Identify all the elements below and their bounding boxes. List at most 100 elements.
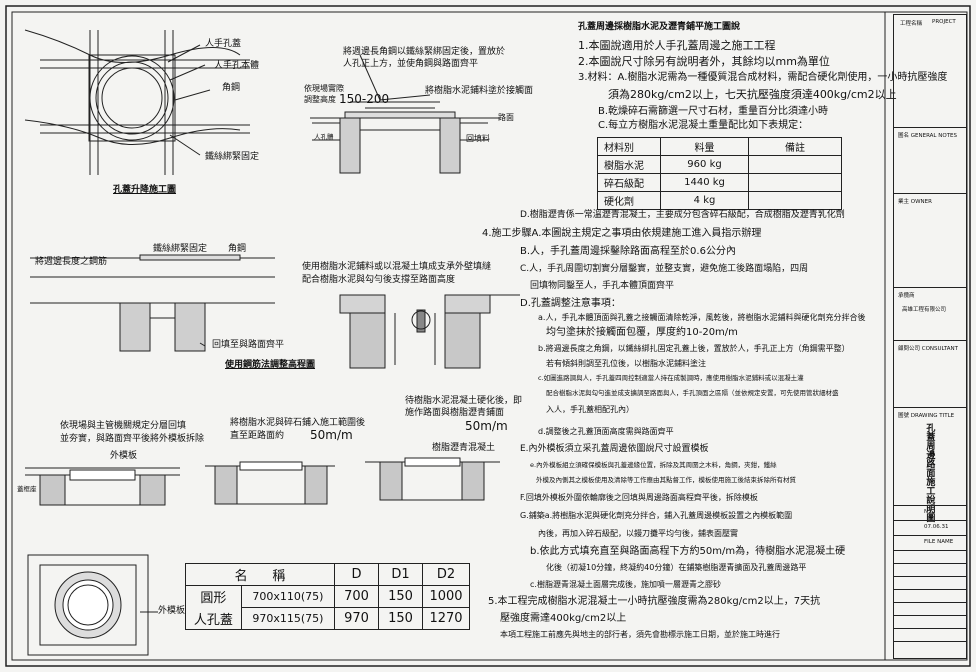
- fig2-left-note: 調整高度: [304, 95, 336, 104]
- fig5-label: 蓋框座: [17, 485, 37, 493]
- mat-header: 備註: [748, 137, 842, 156]
- fig3-label: 鐵絲綁緊固定: [153, 244, 208, 254]
- note-line: 化後（初凝10分鐘，終凝約40分鐘）在鋪築樹脂瀝青擴面及孔蓋周邊路平: [546, 563, 807, 572]
- fig7-label: 樹脂瀝青混凝土: [432, 443, 496, 453]
- fig4-label: 配合樹脂水泥與勾勻後支撐至路面高度: [302, 275, 456, 285]
- mat-header: 料量: [660, 137, 749, 156]
- note-line: 均勻塗抹於接觸面包覆，厚度約10-20m/m: [546, 327, 738, 338]
- fig6-section: [205, 461, 335, 505]
- fig2-label: 路面: [498, 113, 514, 122]
- fig1-plan: [24, 29, 250, 175]
- note-line: C.每立方樹脂水泥混凝土重量配比如下表規定：: [598, 120, 809, 131]
- fig7-label: 施作路面與樹脂瀝青鋪面: [405, 408, 505, 418]
- note-line: 入人，手孔蓋相配孔內）: [546, 405, 634, 414]
- fig2-left-note: 依現場實際: [304, 84, 344, 93]
- note-line: 4.施工步驟A.本圖說主規定之事項由依規建施工進入員指示辦理: [482, 228, 762, 239]
- fig3-label: 角鋼: [228, 244, 247, 254]
- fig4-label: 使用樹脂水泥鋪料或以混凝土填成支承外壁填縫: [302, 262, 492, 272]
- company-name: 高雄工程有限公司: [902, 307, 947, 313]
- fig2-label: 將樹脂水泥鋪料塗於接觸面: [425, 86, 534, 96]
- dim-cell: 人孔蓋: [185, 607, 242, 630]
- note-line: 外模及內側其之模板使用及清除等工作應由其點督工作，模板使用施工後結束拆除所有材質: [536, 476, 796, 484]
- fig6-dimension: 50m/m: [310, 428, 353, 442]
- fig8-plan: [27, 554, 158, 656]
- fig2-dimension: 150-200: [339, 92, 390, 106]
- fig1-label: 人手孔本體: [214, 61, 260, 71]
- fig3-label: 將週邊長度之鋼筋: [35, 257, 108, 267]
- sheet-no: FILE NAME: [924, 539, 954, 545]
- fig2-top-note: 將週邊長角鋼以鐵絲緊綁固定後，置放於: [343, 47, 506, 57]
- mat-cell: [748, 191, 842, 210]
- fig1-caption: 孔蓋升降施工圖: [113, 185, 177, 195]
- fig2-top-note: 人孔正上方，並使角鋼與路面齊平: [343, 59, 479, 69]
- fig6-label: 將樹脂水泥與碎石鋪入施工範圍後: [230, 418, 366, 428]
- mat-cell: 1440 kg: [660, 173, 749, 192]
- note-line: c.樹脂瀝青混凝土面層完成後，施加噴一層瀝青之膠砂: [530, 580, 721, 589]
- fig6-label: 直至距路面約: [230, 431, 285, 441]
- title-block-label: 顧問公司 CONSULTANT: [898, 346, 959, 352]
- title-block-label: 圖名 GENERAL NOTES: [898, 133, 958, 139]
- fig3-caption: 使用鋼筋法調整高程圖: [225, 360, 316, 370]
- dim-header: D2: [422, 563, 470, 586]
- note-line: B.人，手孔蓋周邊採鑿除路面高程至於0.6公分內: [520, 246, 736, 257]
- title-block-label: 工程名稱: [900, 21, 923, 27]
- mat-cell: 960 kg: [660, 155, 749, 174]
- dim-cell: 150: [378, 585, 423, 608]
- note-line: C.人，手孔周圍切割實分層鑿實，並整支實，避免施工後路面塌陷，四周: [520, 264, 809, 274]
- note-line: 回填物同鑿至人，手孔本體頂面齊平: [530, 281, 675, 291]
- fig1-label: 人手孔蓋: [205, 39, 242, 49]
- dim-cell: 700: [334, 585, 379, 608]
- mat-cell: 4 kg: [660, 191, 749, 210]
- note-line: 1.本圖說適用於人手孔蓋周邊之施工工程: [578, 39, 776, 52]
- dim-cell: 1270: [422, 607, 470, 630]
- dimension-table: 名 稱 D D1 D2 圓形 700x110(75) 700 150 1000 …: [185, 563, 470, 630]
- mat-cell: 硬化劑: [597, 191, 661, 210]
- mat-cell: [748, 173, 842, 192]
- fig7-section: [365, 457, 500, 501]
- mat-cell: [748, 155, 842, 174]
- note-line: 2.本圖說尺寸除另有說明者外，其餘均以mm為單位: [578, 55, 830, 68]
- fig8-label: 外模板: [158, 606, 186, 616]
- note-line: 3.材料：A.樹脂水泥需為一種優質混合成材料，需配合硬化劑使用，一小時抗壓強度: [578, 72, 948, 83]
- note-line: c.如圖進路調與人，手孔蓋四周控制適當人持在成製調時，應使用樹脂水泥鋪料或以混凝…: [538, 374, 804, 382]
- fig1-label: 鐵絲綁緊固定: [205, 152, 260, 162]
- note-line: E.內外模板須立采孔蓋周邊依圖說尺寸設置模板: [520, 444, 709, 454]
- fig2-label: 人孔體: [314, 133, 334, 141]
- note-line: d.調整後之孔蓋頂面高度需與路面齊平: [538, 427, 674, 436]
- note-line: 壓強度需達400kg/cm2以上: [500, 613, 627, 624]
- title-block-label: 承攬商: [898, 293, 915, 299]
- mat-header: 材料別: [597, 137, 661, 156]
- fig5-label: 依現場與主管機關規定分層回填: [60, 421, 187, 431]
- fig5-section: [25, 467, 180, 506]
- note-line: b.將週邊長度之角鋼，以鐵絲綁扎固定孔蓋上後，置放於人，手孔正上方（角鋼需平整）: [538, 344, 850, 353]
- title-block-label: 圖號 DRAWING TITLE: [898, 413, 955, 419]
- note-line: 配合樹脂水泥與勾勻進並成支擴調至路面與人，手孔頂面之區隔（並依規定安置，可先使用…: [546, 389, 839, 397]
- fig1-label: 角鋼: [222, 83, 241, 93]
- date-value: 07.06.31: [924, 524, 949, 530]
- note-line: D.樹脂瀝青係一常溫瀝青混凝土，主要成分包含碎石級配，合成樹脂及瀝青乳化劑: [520, 210, 845, 220]
- note-line: F.回填外模板外圍依輪廓後之回填與周邊路面高程齊平後，拆除模板: [520, 493, 758, 502]
- mat-cell: 碎石級配: [597, 173, 661, 192]
- note-line: 須為280kg/cm2以上，七天抗壓強度須達400kg/cm2以上: [608, 88, 897, 101]
- fig4-section: [339, 294, 520, 369]
- note-line: B.乾燥碎石需篩選一尺寸石材，重量百分比須達小時: [598, 106, 829, 117]
- fig7-dimension: 50m/m: [465, 419, 508, 433]
- note-line: 5.本工程完成樹脂水泥混凝土一小時抗壓強度需為280kg/cm2以上，7天抗: [488, 596, 821, 607]
- drawing-title-vertical: 孔蓋周邊路面施工說明圖: [924, 423, 935, 522]
- fig2-section: [310, 54, 500, 174]
- sheet-title: 孔蓋周邊採樹脂水泥及瀝青鋪平施工圖說: [578, 22, 741, 32]
- note-line: G.鋪築a.將樹脂水泥與硬化劑充分拌合，鋪入孔蓋周邊模板設置之內模板範圍: [520, 511, 793, 520]
- dim-cell: 700x110(75): [240, 585, 336, 608]
- note-line: D.孔蓋調整注意事項：: [520, 298, 621, 309]
- dim-cell: 1000: [422, 585, 470, 608]
- title-block-label: 業主 OWNER: [898, 199, 932, 205]
- dim-header: 名 稱: [185, 563, 335, 586]
- mat-cell: 樹脂水泥: [597, 155, 661, 174]
- fig5-label: 並夯實，與路面齊平後將外模板拆除: [60, 434, 205, 444]
- note-line: e.內外模板組立須確保模板與孔蓋邊緣位置，拆除及其周圍之木料，角鋼，夾鉗，鐵絲: [530, 461, 777, 469]
- dim-cell: 970x115(75): [240, 607, 336, 630]
- dim-cell: 圓形: [185, 585, 242, 608]
- dim-header: D1: [378, 563, 423, 586]
